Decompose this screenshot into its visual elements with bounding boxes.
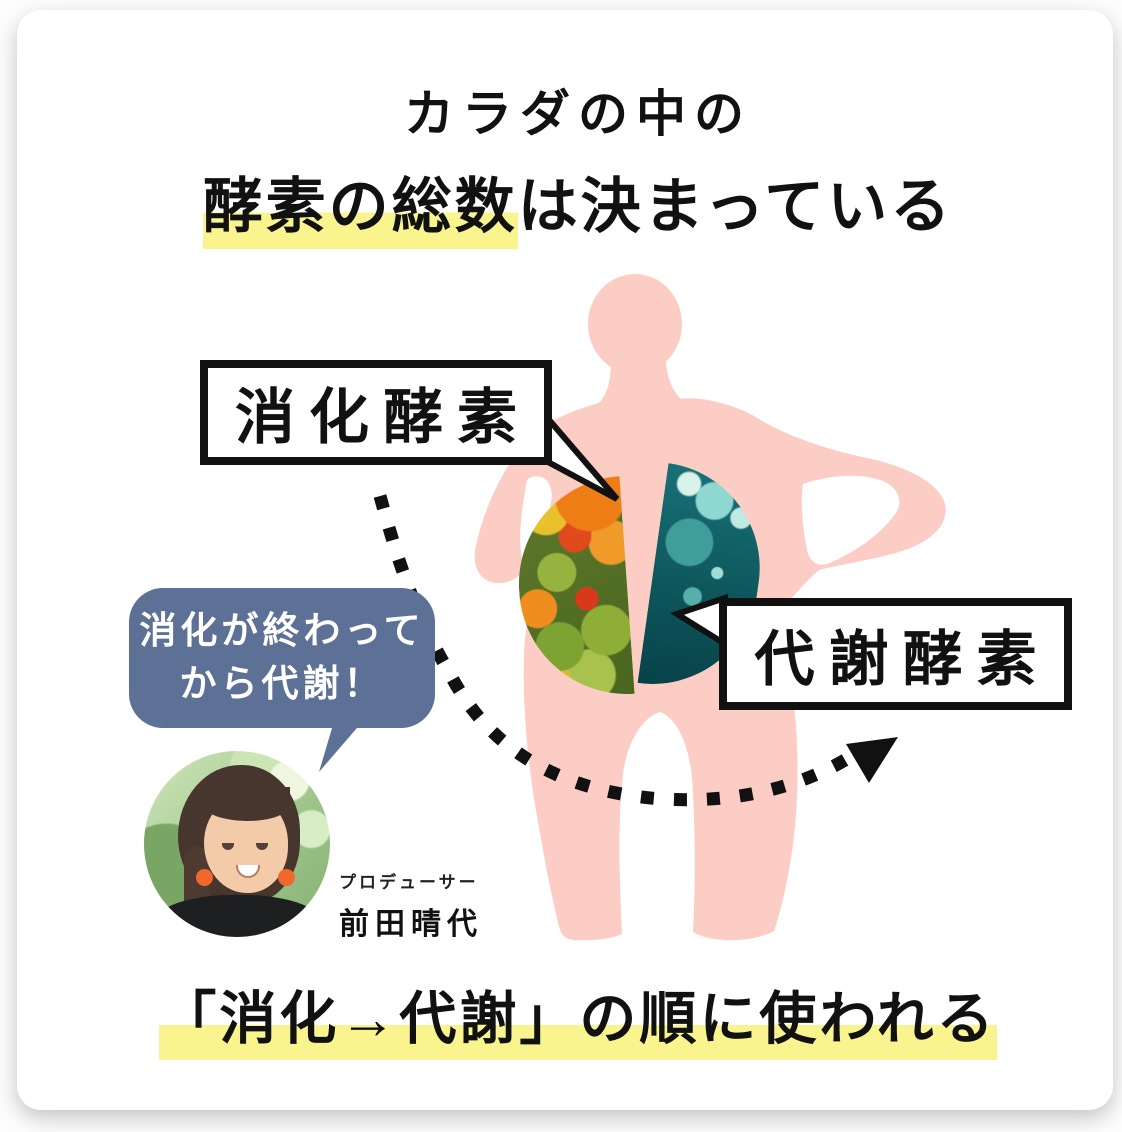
avatar-eye-left <box>222 843 234 850</box>
avatar-earring-right <box>278 869 295 886</box>
footer-text: 「消化→代謝」の順に使われる <box>17 973 1122 1060</box>
avatar-eye-right <box>256 843 268 850</box>
speech-bubble: 消化が終わって から代謝！ <box>129 588 435 728</box>
metabolic-callout-tail <box>670 593 728 650</box>
digestive-enzyme-label: 消化酵素 <box>200 360 552 465</box>
speech-bubble-line1: 消化が終わって <box>139 610 425 652</box>
title-line2-rest: は決まっている <box>517 173 954 240</box>
metabolic-enzyme-label: 代謝酵素 <box>719 598 1072 710</box>
arrowhead-icon <box>846 737 898 783</box>
speech-bubble-tail <box>319 714 369 772</box>
producer-avatar <box>144 751 330 937</box>
producer-role: プロデューサー <box>339 873 479 892</box>
avatar-clothing <box>150 895 326 937</box>
infographic-card: カラダの中の 酵素の総数は決まっている 消化酵素 代謝酵素 消化が終わって から… <box>17 10 1113 1110</box>
footer-highlight-mark: 「消化→代謝」の順に使われる <box>159 987 997 1060</box>
producer-credit: プロデューサー 前田晴代 <box>339 868 483 943</box>
title-line2: 酵素の総数は決まっている <box>17 158 1122 249</box>
title-highlight-mark: 酵素の総数 <box>202 173 518 249</box>
avatar-bangs <box>202 787 290 821</box>
producer-name: 前田晴代 <box>339 908 483 941</box>
speech-bubble-line2: から代謝！ <box>179 663 385 704</box>
title-line1: カラダの中の <box>404 86 752 142</box>
digestive-callout-tail <box>540 405 620 502</box>
avatar-earring-left <box>196 869 213 886</box>
